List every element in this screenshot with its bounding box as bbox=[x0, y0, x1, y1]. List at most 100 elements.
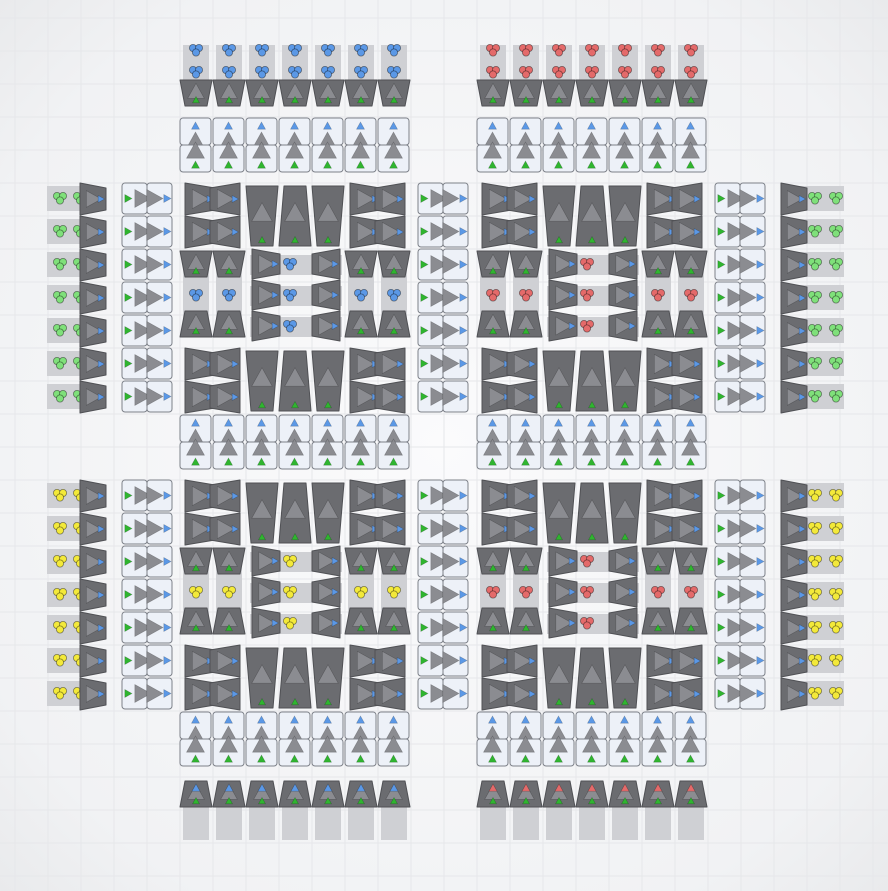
building[interactable] bbox=[476, 607, 510, 635]
building[interactable] bbox=[278, 79, 312, 107]
building[interactable] bbox=[548, 310, 578, 342]
building[interactable] bbox=[780, 248, 808, 282]
panel-tile[interactable] bbox=[641, 735, 674, 767]
building[interactable] bbox=[509, 79, 543, 107]
panel-tile[interactable] bbox=[674, 117, 707, 149]
building[interactable] bbox=[251, 310, 281, 342]
building[interactable] bbox=[209, 347, 241, 381]
panel-tile[interactable] bbox=[575, 711, 608, 743]
building[interactable] bbox=[344, 310, 378, 338]
panel-tile[interactable] bbox=[714, 248, 766, 281]
panel-tile[interactable] bbox=[311, 438, 344, 470]
building[interactable] bbox=[641, 79, 675, 107]
panel-tile[interactable] bbox=[212, 711, 245, 743]
building[interactable] bbox=[311, 576, 341, 608]
panel-tile[interactable] bbox=[608, 735, 641, 767]
panel-tile[interactable] bbox=[121, 479, 173, 512]
building[interactable] bbox=[542, 647, 576, 709]
panel-tile[interactable] bbox=[714, 380, 766, 413]
building[interactable] bbox=[344, 547, 378, 575]
panel-tile[interactable] bbox=[344, 141, 377, 173]
building[interactable] bbox=[251, 607, 281, 639]
panel-tile[interactable] bbox=[311, 735, 344, 767]
building[interactable] bbox=[79, 182, 107, 216]
panel-tile[interactable] bbox=[121, 545, 173, 578]
panel-tile[interactable] bbox=[575, 141, 608, 173]
building[interactable] bbox=[377, 250, 411, 278]
building[interactable] bbox=[476, 250, 510, 278]
panel-tile[interactable] bbox=[377, 141, 410, 173]
panel-tile[interactable] bbox=[417, 281, 469, 314]
panel-tile[interactable] bbox=[417, 644, 469, 677]
building[interactable] bbox=[374, 644, 406, 678]
building[interactable] bbox=[780, 644, 808, 678]
building[interactable] bbox=[780, 479, 808, 513]
panel-tile[interactable] bbox=[121, 281, 173, 314]
building[interactable] bbox=[184, 380, 216, 414]
building[interactable] bbox=[671, 512, 703, 546]
panel-tile[interactable] bbox=[245, 438, 278, 470]
building[interactable] bbox=[311, 607, 341, 639]
building[interactable] bbox=[506, 644, 538, 678]
panel-tile[interactable] bbox=[377, 414, 410, 446]
building[interactable] bbox=[674, 607, 708, 635]
panel-tile[interactable] bbox=[641, 438, 674, 470]
panel-tile[interactable] bbox=[417, 380, 469, 413]
panel-tile[interactable] bbox=[575, 414, 608, 446]
building[interactable] bbox=[641, 780, 675, 808]
building[interactable] bbox=[374, 182, 406, 216]
panel-tile[interactable] bbox=[714, 611, 766, 644]
building[interactable] bbox=[79, 611, 107, 645]
building[interactable] bbox=[608, 607, 638, 639]
building[interactable] bbox=[212, 310, 246, 338]
building[interactable] bbox=[575, 350, 609, 412]
panel-tile[interactable] bbox=[377, 117, 410, 149]
building[interactable] bbox=[179, 607, 213, 635]
building[interactable] bbox=[344, 79, 378, 107]
panel-tile[interactable] bbox=[542, 735, 575, 767]
building[interactable] bbox=[506, 182, 538, 216]
building[interactable] bbox=[311, 482, 345, 544]
panel-tile[interactable] bbox=[476, 735, 509, 767]
building[interactable] bbox=[542, 482, 576, 544]
panel-tile[interactable] bbox=[344, 438, 377, 470]
panel-tile[interactable] bbox=[377, 735, 410, 767]
panel-tile[interactable] bbox=[344, 735, 377, 767]
building[interactable] bbox=[79, 281, 107, 315]
panel-tile[interactable] bbox=[212, 438, 245, 470]
building[interactable] bbox=[608, 647, 642, 709]
building[interactable] bbox=[476, 310, 510, 338]
building[interactable] bbox=[212, 780, 246, 808]
panel-tile[interactable] bbox=[377, 438, 410, 470]
building[interactable] bbox=[311, 279, 341, 311]
building[interactable] bbox=[780, 281, 808, 315]
panel-tile[interactable] bbox=[714, 182, 766, 215]
building[interactable] bbox=[671, 479, 703, 513]
building[interactable] bbox=[377, 310, 411, 338]
building[interactable] bbox=[209, 215, 241, 249]
building[interactable] bbox=[780, 380, 808, 414]
building[interactable] bbox=[311, 545, 341, 577]
panel-tile[interactable] bbox=[121, 182, 173, 215]
building[interactable] bbox=[349, 347, 381, 381]
panel-tile[interactable] bbox=[417, 182, 469, 215]
building[interactable] bbox=[646, 512, 678, 546]
building[interactable] bbox=[79, 479, 107, 513]
building[interactable] bbox=[179, 79, 213, 107]
panel-tile[interactable] bbox=[714, 578, 766, 611]
building[interactable] bbox=[780, 611, 808, 645]
building[interactable] bbox=[311, 780, 345, 808]
panel-tile[interactable] bbox=[417, 215, 469, 248]
panel-tile[interactable] bbox=[417, 248, 469, 281]
panel-tile[interactable] bbox=[714, 215, 766, 248]
building[interactable] bbox=[251, 279, 281, 311]
building[interactable] bbox=[608, 350, 642, 412]
panel-tile[interactable] bbox=[509, 735, 542, 767]
building[interactable] bbox=[575, 482, 609, 544]
building[interactable] bbox=[245, 482, 279, 544]
panel-tile[interactable] bbox=[417, 347, 469, 380]
panel-tile[interactable] bbox=[542, 414, 575, 446]
building[interactable] bbox=[245, 780, 279, 808]
building[interactable] bbox=[311, 79, 345, 107]
